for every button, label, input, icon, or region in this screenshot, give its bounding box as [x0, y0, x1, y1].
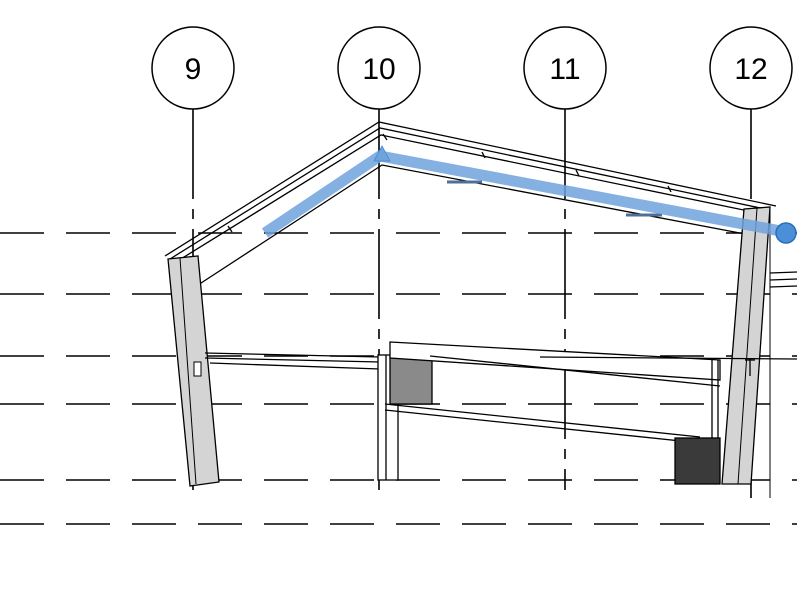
- grid-bubble-label: 11: [549, 53, 580, 86]
- grid-bubble-12[interactable]: 12: [709, 26, 793, 110]
- grid-bubble-label: 12: [734, 53, 767, 86]
- grid-bubble-11[interactable]: 11: [523, 26, 607, 110]
- grid-bubble-label: 10: [362, 53, 395, 86]
- roof-line-2: [169, 127, 771, 260]
- selection-highlight[interactable]: [261, 144, 797, 244]
- vertex-grip-icon: [373, 144, 391, 162]
- floor-left: [204, 352, 381, 370]
- roof-line-3: [175, 134, 764, 263]
- right-wall[interactable]: [721, 206, 771, 498]
- right-extension: [769, 271, 797, 288]
- roof-inner-line: [197, 164, 746, 286]
- selected-roof-profile: [261, 150, 788, 238]
- central-column[interactable]: [377, 354, 433, 481]
- endpoint-grip-icon[interactable]: [775, 222, 797, 244]
- grid-bubble-label: 9: [185, 53, 202, 86]
- grid-bubbles: 9 10 11 12: [151, 26, 793, 110]
- grid-bubble-9[interactable]: 9: [151, 26, 235, 110]
- ramp-slab[interactable]: [384, 341, 797, 485]
- grid-bubble-10[interactable]: 10: [337, 26, 421, 110]
- roof-outer-line: [164, 121, 777, 257]
- roof[interactable]: [164, 121, 777, 286]
- left-wall[interactable]: [167, 255, 220, 487]
